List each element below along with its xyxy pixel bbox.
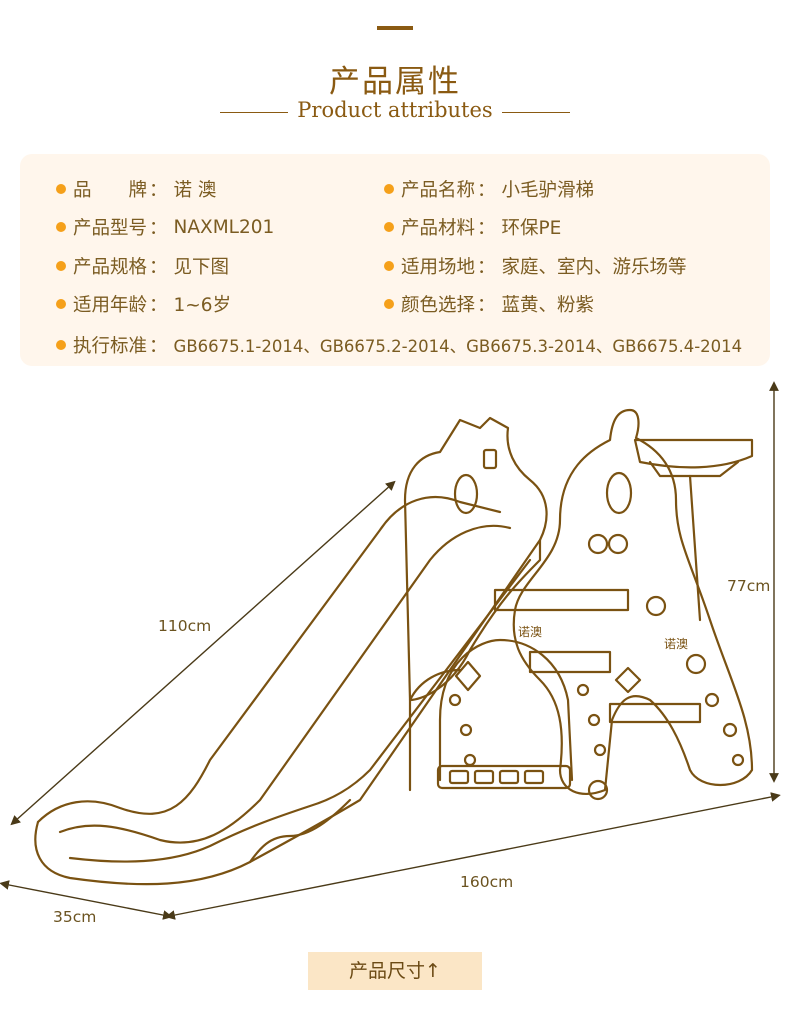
front-panel-eye xyxy=(605,471,633,515)
attr-value: 环保PE xyxy=(501,218,562,239)
step-lower xyxy=(608,702,702,724)
attributes-panel xyxy=(20,154,770,366)
logo-badge xyxy=(587,533,609,555)
attr-venue: 适用场地 ： 家庭、室内、游乐场等 xyxy=(384,253,687,279)
attr-separator: ： xyxy=(477,180,496,201)
subtitle-line-left xyxy=(220,112,288,113)
panel-hole xyxy=(593,743,607,757)
base-step xyxy=(436,764,572,790)
panel-hole xyxy=(448,693,462,707)
bullet-dot-icon xyxy=(384,299,394,309)
dim-label-total-length: 160cm xyxy=(460,873,514,891)
attr-material: 产品材料 ： 环保PE xyxy=(384,214,561,240)
bullet-dot-icon xyxy=(56,299,66,309)
attr-label: 产品名称 xyxy=(401,180,476,201)
page-subtitle: Product attributes xyxy=(297,98,493,122)
attr-value: GB6675.1-2014、GB6675.2-2014、GB6675.3-201… xyxy=(173,337,743,356)
attr-separator: ： xyxy=(477,295,496,316)
attr-separator: ： xyxy=(149,218,168,239)
logo-badge xyxy=(607,533,629,555)
attr-label: 适用场地 xyxy=(401,257,476,278)
attr-value: 见下图 xyxy=(173,257,230,278)
subtitle-row: Product attributes xyxy=(0,98,790,128)
dim-label-slide-length: 110cm xyxy=(158,617,212,635)
attr-separator: ： xyxy=(477,257,496,278)
attr-label: 颜色选择 xyxy=(401,295,476,316)
diamond-cutout xyxy=(614,666,642,694)
attr-value: 1~6岁 xyxy=(173,295,232,316)
logo-badge xyxy=(685,653,707,675)
product-size-label: 产品尺寸↑ xyxy=(308,952,482,990)
bullet-dot-icon xyxy=(384,222,394,232)
attr-separator: ： xyxy=(477,218,496,239)
attr-brand: 品 牌 ： 诺 澳 xyxy=(56,176,216,202)
dim-arrow-width xyxy=(0,880,173,920)
panel-hole xyxy=(459,723,473,737)
bullet-dot-icon xyxy=(384,261,394,271)
attr-spec: 产品规格 ： 见下图 xyxy=(56,253,229,279)
attr-label: 执行标准 xyxy=(73,336,148,357)
attr-value: 诺 澳 xyxy=(173,180,217,201)
attr-label: 产品材料 xyxy=(401,218,476,239)
attr-label: 产品型号 xyxy=(73,218,148,239)
dim-arrow-total-length xyxy=(165,792,781,920)
hoop-pole xyxy=(688,474,702,622)
step-middle xyxy=(528,650,612,674)
attr-age: 适用年龄 ： 1~6岁 xyxy=(56,291,231,317)
panel-hole xyxy=(704,692,720,708)
attr-separator: ： xyxy=(149,336,168,357)
attr-color: 颜色选择 ： 蓝黄、粉紫 xyxy=(384,291,594,317)
panel-hole xyxy=(576,683,590,697)
rear-panel-outline xyxy=(403,416,548,702)
front-side-line xyxy=(408,668,462,792)
slide-outer-bottom-line xyxy=(34,538,542,886)
diamond-cutout xyxy=(454,660,482,692)
base-step-hole xyxy=(473,769,495,785)
hoop-rim xyxy=(633,438,754,469)
attr-label: 品 牌 xyxy=(73,180,148,201)
attr-label: 产品规格 xyxy=(73,257,148,278)
logo-badge xyxy=(645,595,667,617)
base-step-hole xyxy=(448,769,470,785)
slide-outer-top-line xyxy=(36,495,502,824)
panel-hole xyxy=(731,753,745,767)
slide-line-drawing: 诺澳 诺澳 xyxy=(0,381,781,920)
base-step-hole xyxy=(523,769,545,785)
dim-label-height: 77cm xyxy=(727,577,771,595)
rear-panel-hole xyxy=(453,473,479,515)
attr-value: 小毛驴滑梯 xyxy=(501,180,595,201)
bullet-dot-icon xyxy=(56,184,66,194)
front-arch xyxy=(438,638,574,782)
dim-label-width: 35cm xyxy=(53,908,97,926)
attr-standard: 执行标准 ： GB6675.1-2014、GB6675.2-2014、GB667… xyxy=(56,332,742,358)
panel-hole xyxy=(463,753,477,767)
bullet-dot-icon xyxy=(56,222,66,232)
attr-model: 产品型号 ： NAXML201 xyxy=(56,214,274,240)
title-decoration-bar xyxy=(377,26,413,30)
attr-product-name: 产品名称 ： 小毛驴滑梯 xyxy=(384,176,594,202)
page-title: 产品属性 xyxy=(329,64,461,100)
attr-value: 蓝黄、粉紫 xyxy=(501,295,595,316)
front-panel-outline xyxy=(512,408,754,795)
attr-separator: ： xyxy=(149,295,168,316)
dim-arrow-slide-length xyxy=(10,480,396,826)
rear-panel-slot xyxy=(482,448,498,470)
step-upper xyxy=(493,588,630,612)
bullet-dot-icon xyxy=(56,340,66,350)
attr-label: 适用年龄 xyxy=(73,295,148,316)
panel-hole xyxy=(587,713,601,727)
base-step-hole xyxy=(498,769,520,785)
attr-separator: ： xyxy=(149,180,168,201)
panel-logo-text: 诺澳 xyxy=(664,637,688,651)
subtitle-line-right xyxy=(502,112,570,113)
panel-logo-text: 诺澳 xyxy=(518,625,542,639)
bullet-dot-icon xyxy=(56,261,66,271)
panel-hole xyxy=(722,722,738,738)
attr-separator: ： xyxy=(149,257,168,278)
attr-value: 家庭、室内、游乐场等 xyxy=(501,257,687,278)
bullet-dot-icon xyxy=(384,184,394,194)
attr-value: NAXML201 xyxy=(173,216,275,238)
